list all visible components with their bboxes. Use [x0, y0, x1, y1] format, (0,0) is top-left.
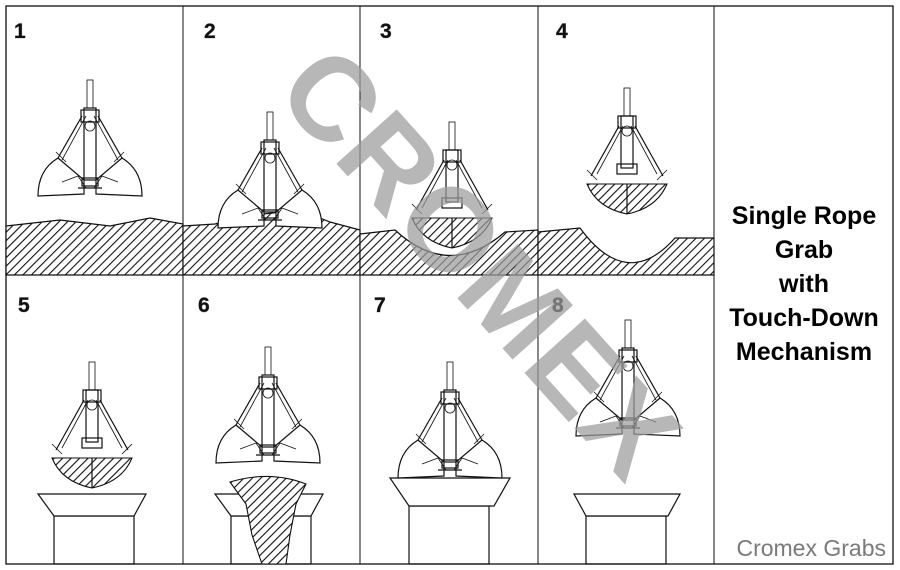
title-line-4: Touch-Down [729, 304, 879, 332]
hoppers [36, 475, 682, 565]
step-number-8: 8 [552, 294, 564, 317]
grab-1 [37, 79, 143, 197]
title-line-1: Single Rope [732, 202, 877, 230]
hopper-6 [213, 475, 325, 565]
grab-6 [215, 346, 321, 464]
diagram-title: Single Rope Grab with Touch-Down Mechani… [729, 202, 879, 366]
step-number-4: 4 [556, 20, 568, 43]
grab-4 [586, 87, 668, 215]
step-number-3: 3 [380, 20, 392, 43]
step-number-1: 1 [14, 20, 26, 43]
step-number-2: 2 [204, 20, 216, 43]
step-number-7: 7 [374, 294, 386, 317]
grab-5 [51, 361, 133, 489]
hopper-7 [388, 477, 512, 565]
grab-7 [397, 361, 503, 479]
title-line-2: Grab [775, 236, 833, 264]
title-line-5: Mechanism [736, 338, 872, 366]
hopper-5 [36, 493, 148, 565]
step-number-6: 6 [198, 294, 210, 317]
hopper-8 [572, 493, 682, 565]
step-number-5: 5 [18, 294, 30, 317]
title-line-3: with [778, 270, 829, 298]
credit-label: Cromex Grabs [736, 535, 886, 561]
